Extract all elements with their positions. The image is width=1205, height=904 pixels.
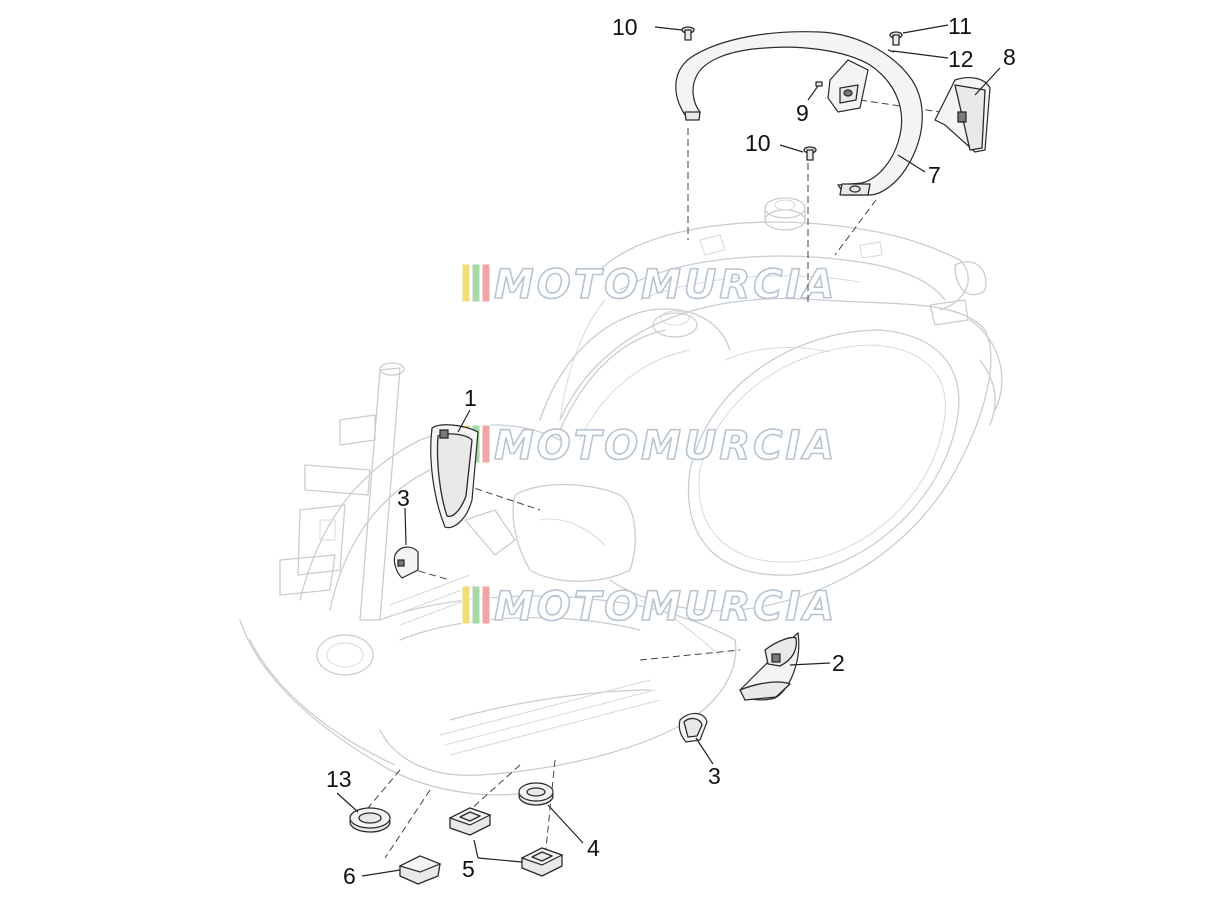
- watermark-stripe: [471, 585, 481, 625]
- rubber-pad-6: [398, 855, 442, 885]
- watermark-bottom: MOTOMURCIA: [461, 583, 837, 631]
- callout-5: 5: [462, 856, 475, 882]
- rear-cover-cap: [934, 77, 991, 153]
- watermark-middle: MOTOMURCIA: [461, 422, 837, 470]
- callout-8: 8: [1003, 44, 1016, 70]
- round-cap-13: [349, 807, 391, 833]
- screw-11: [889, 31, 903, 46]
- grommet-4: [518, 782, 554, 806]
- callout-12: 12: [948, 46, 974, 72]
- callout-11: 11: [948, 13, 972, 39]
- screw-10a: [681, 26, 695, 41]
- scooter-body-outline: [239, 197, 1003, 796]
- callout-9: 9: [796, 100, 809, 126]
- watermark-stripe: [461, 585, 471, 625]
- rubber-block-5b: [520, 847, 564, 877]
- watermark-text: MOTOMURCIA: [494, 584, 837, 630]
- callout-2: 2: [832, 650, 845, 676]
- watermark-stripe: [481, 424, 491, 464]
- watermark-stripe: [461, 263, 471, 303]
- small-cover-3a: [393, 546, 419, 579]
- callout-3a: 3: [397, 485, 410, 511]
- callout-1: 1: [464, 385, 477, 411]
- watermark-stripe: [481, 585, 491, 625]
- callout-10b: 10: [745, 130, 771, 156]
- washer-12: [887, 49, 895, 53]
- screw-9: [815, 81, 823, 87]
- side-cover-1: [430, 424, 479, 529]
- callout-labels: 10 11 12 8 9 10 7 1 3 2 3 13 4 5 6: [326, 13, 1016, 889]
- rear-carrier-handle: [675, 31, 923, 196]
- callout-10a: 10: [612, 14, 638, 40]
- carrier-bracket: [827, 59, 869, 113]
- watermark-stripe: [481, 263, 491, 303]
- rubber-block-5a: [448, 807, 492, 836]
- callout-7: 7: [928, 162, 941, 188]
- side-cover-2: [739, 631, 800, 701]
- leader-lines: [336, 24, 1001, 877]
- watermark-text: MOTOMURCIA: [494, 423, 837, 469]
- screw-10b: [803, 146, 817, 161]
- callout-3b: 3: [708, 763, 721, 789]
- assembly-lines: [367, 99, 941, 859]
- watermark-text: MOTOMURCIA: [494, 262, 837, 308]
- watermark-stripe: [471, 263, 481, 303]
- callout-13: 13: [326, 766, 352, 792]
- callout-4: 4: [587, 835, 600, 861]
- small-cover-3b: [678, 712, 708, 743]
- callout-6: 6: [343, 863, 356, 889]
- watermark-top: MOTOMURCIA: [461, 261, 837, 309]
